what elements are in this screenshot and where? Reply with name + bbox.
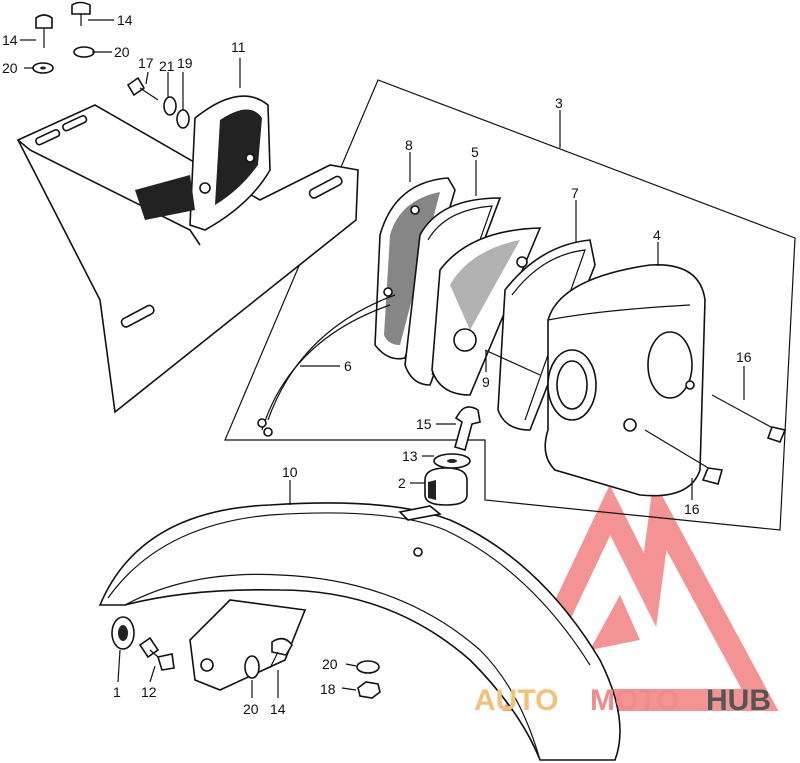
leader-lines — [20, 19, 745, 698]
callout-15: 15 — [416, 416, 432, 432]
callout-1: 1 — [113, 684, 121, 700]
callout-20-a: 20 — [114, 44, 130, 60]
washer-part-20-a — [73, 46, 95, 58]
callout-9: 9 — [482, 374, 490, 390]
callout-14-a: 14 — [2, 32, 18, 48]
bolt-part-14-c — [269, 637, 293, 669]
rear-fender-part-10 — [98, 502, 621, 761]
washer-part-20-d — [356, 660, 380, 674]
watermark-auto: AUTO — [474, 684, 558, 717]
callout-20-b: 20 — [2, 60, 18, 76]
washer-part-20-c — [244, 655, 260, 679]
washer-part-13 — [433, 453, 471, 469]
callout-5: 5 — [471, 144, 479, 160]
callout-13: 13 — [402, 448, 418, 464]
washer-part-20-b — [32, 62, 54, 74]
license-plate-bracket — [16, 95, 359, 414]
callout-12: 12 — [141, 684, 157, 700]
callout-20-c: 20 — [243, 701, 259, 717]
callout-17: 17 — [138, 55, 154, 71]
callout-16-b: 16 — [684, 501, 700, 517]
watermark-moto: MOTO — [590, 684, 679, 717]
callout-21: 21 — [159, 58, 175, 74]
bolt-part-15 — [454, 406, 481, 452]
callout-4: 4 — [653, 227, 661, 243]
grommet-part-2 — [424, 467, 468, 506]
reflector-plate — [431, 227, 542, 396]
callout-6: 6 — [344, 358, 352, 374]
callout-19: 19 — [177, 55, 193, 71]
assembly-group-frame — [224, 79, 796, 531]
grommet-part-1 — [111, 616, 135, 650]
bolt-part-14-b — [71, 1, 91, 26]
washer-part-21 — [163, 96, 177, 116]
callout-labels: 14 14 20 20 17 21 19 11 3 8 5 7 4 6 9 16… — [2, 12, 752, 717]
bolt-part-12 — [138, 636, 175, 671]
callout-11: 11 — [231, 39, 246, 55]
nut-part-19 — [176, 109, 190, 129]
long-screws-part-16 — [644, 394, 787, 485]
callout-20-d: 20 — [322, 656, 338, 672]
callout-8: 8 — [405, 137, 413, 153]
watermark-hub: HUB — [706, 684, 771, 717]
automotohub-logo — [502, 479, 779, 711]
tail-light-housing-part-4 — [544, 264, 706, 497]
callout-3: 3 — [555, 95, 563, 111]
gasket-part-7 — [497, 239, 596, 431]
bolt-part-14-a — [35, 14, 53, 48]
callout-18: 18 — [320, 681, 336, 697]
callout-10: 10 — [282, 464, 298, 480]
nut-part-18 — [357, 681, 381, 699]
callout-16-a: 16 — [736, 349, 752, 365]
callout-14-c: 14 — [270, 701, 286, 717]
callout-7: 7 — [571, 185, 579, 201]
bolt-part-17 — [126, 76, 159, 101]
watermark-wordmark: AUTO MOTO HUB — [474, 684, 771, 717]
callout-2: 2 — [398, 475, 406, 491]
callout-14-b: 14 — [117, 12, 133, 28]
wire-harness-part-6 — [257, 294, 541, 437]
